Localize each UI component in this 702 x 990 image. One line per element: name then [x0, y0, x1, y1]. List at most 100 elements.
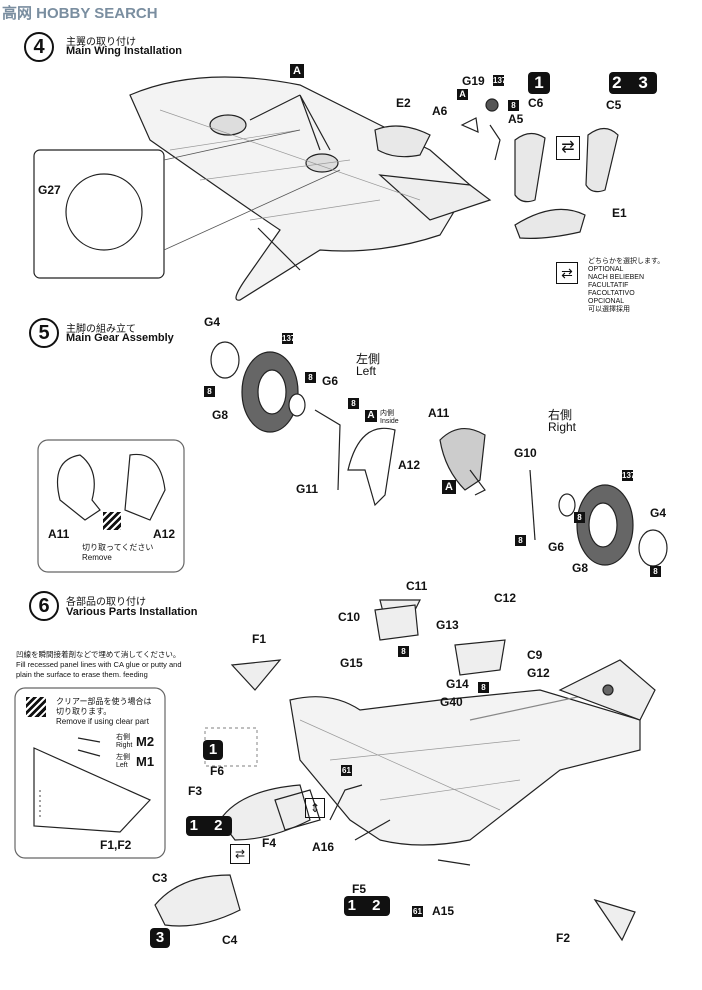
marking-1-badge: 1	[528, 72, 550, 94]
part-c5-label: C5	[606, 98, 622, 112]
part-g10-label: G10	[514, 446, 537, 460]
part-c3-label: C3	[152, 871, 168, 885]
fill-note-en1: Fill recessed panel lines with CA glue o…	[16, 660, 182, 669]
part-g4-left-label: G4	[204, 315, 221, 329]
optional-arrow-icon: ⇄	[556, 136, 580, 160]
step-4-en-title: Main Wing Installation	[66, 45, 183, 57]
part-f4-label: F4	[262, 836, 277, 850]
paint-61-a16: 61	[341, 765, 352, 776]
right-en-small: Right	[116, 742, 133, 749]
optional-note-it: FACOLTATIVO	[588, 290, 635, 297]
marking-1-f6: 1	[203, 740, 223, 760]
part-f1-f2-label: F1,F2	[100, 838, 132, 852]
left-side-en: Left	[356, 364, 377, 378]
remove-en: Remove	[82, 553, 112, 562]
optional-note-jp: どちらかを選択します。	[588, 258, 665, 265]
fill-note-en2: plain the surface to erase them. feeding	[16, 670, 148, 679]
clear-note-jp2: 切り取ります。	[56, 707, 112, 716]
part-a-inside-marker: A	[365, 410, 377, 422]
part-g8-right-label: G8	[572, 561, 589, 575]
step-6-en-title: Various Parts Installation	[66, 606, 198, 618]
paint-137-right: 137	[622, 470, 636, 481]
step-4-number: 4	[24, 32, 54, 62]
optional-legend-icon: ⇄	[556, 262, 578, 284]
marking-1-2-f4: 1 2	[186, 816, 232, 836]
right-jp-small: 右側	[116, 734, 130, 741]
paint-137-marker: 137	[493, 75, 507, 86]
part-g6-right-label: G6	[548, 540, 565, 554]
fill-note-jp: 凹線を瞬間接着剤などで埋めて消してください。	[16, 650, 181, 659]
paint-8-g14: 8	[478, 682, 489, 693]
step-5-number: 5	[29, 318, 59, 348]
part-a-marker: A	[290, 64, 304, 78]
step-4-jp-title: 主翼の取り付け	[66, 37, 136, 48]
part-f1-label: F1	[252, 632, 267, 646]
step-6-number: 6	[29, 591, 59, 621]
paint-8-strut: 8	[348, 398, 359, 409]
paint-8-g13: 8	[398, 646, 409, 657]
part-c6-label: C6	[528, 96, 544, 110]
box-a11-label: A11	[48, 527, 70, 541]
part-c9-label: C9	[527, 648, 543, 662]
part-c10-label: C10	[338, 610, 361, 624]
remove-jp: 切り取ってください	[82, 543, 154, 552]
left-side-jp: 左側	[356, 352, 381, 366]
optional-note-de: NACH BELIEBEN	[588, 274, 645, 281]
part-m1-label: M1	[136, 754, 155, 769]
marking-2-3-badge: 2 3	[609, 72, 657, 94]
part-g6-left-label: G6	[322, 374, 339, 388]
part-a-marker-small: A	[457, 89, 468, 100]
cut-icon	[103, 512, 121, 530]
part-g14-label: G14	[446, 677, 469, 691]
part-f2-label: F2	[556, 931, 571, 945]
right-side-jp: 右側	[548, 408, 573, 422]
part-a6-label: A6	[432, 104, 448, 118]
inside-en: Inside	[380, 418, 399, 425]
part-m2-label: M2	[136, 734, 155, 749]
left-jp-small: 左側	[116, 754, 130, 761]
part-g27-label: G27	[38, 183, 61, 197]
optional-note-fr: FACULTATIF	[588, 282, 629, 289]
left-en-small: Left	[116, 762, 128, 769]
paint-8-g4: 8	[204, 386, 215, 397]
a16-option-icon: ⇕	[305, 798, 325, 818]
box-a12-label: A12	[153, 527, 176, 541]
part-c12-label: C12	[494, 591, 517, 605]
part-g19-label: G19	[462, 74, 485, 88]
part-a11-label: A11	[428, 406, 450, 420]
paint-8-g6-right: 8	[574, 512, 585, 523]
part-c11-label: C11	[406, 579, 428, 593]
part-e2-label: E2	[396, 96, 411, 110]
paint-8-g6: 8	[305, 372, 316, 383]
part-e1-label: E1	[612, 206, 627, 220]
marking-1-2-f5: 1 2	[344, 896, 390, 916]
part-g11-label: G11	[296, 482, 319, 496]
clear-part-cut-icon	[26, 697, 46, 717]
part-f3-label: F3	[188, 784, 203, 798]
paint-8-g10: 8	[515, 535, 526, 546]
step-5-en-title: Main Gear Assembly	[66, 332, 174, 344]
part-c4-label: C4	[222, 933, 238, 947]
optional-note-cn: 可以選擇採用	[588, 306, 630, 313]
inside-jp: 内側	[380, 410, 394, 417]
paint-61-a15: 61	[412, 906, 423, 917]
part-g40-label: G40	[440, 695, 463, 709]
step-5-jp-title: 主脚の組み立て	[66, 324, 136, 335]
part-f6-label: F6	[210, 764, 225, 778]
part-a12-label: A12	[398, 458, 421, 472]
part-g4-right-label: G4	[650, 506, 667, 520]
optional-note-es: OPCIONAL	[588, 298, 625, 305]
marking-3-c4: 3	[150, 928, 170, 948]
part-g12-label: G12	[527, 666, 550, 680]
watermark: 高网 HOBBY SEARCH	[2, 5, 158, 22]
right-side-en: Right	[548, 420, 577, 434]
part-a15-label: A15	[432, 904, 455, 918]
paint-8-marker: 8	[508, 100, 519, 111]
part-g15-label: G15	[340, 656, 363, 670]
paint-8-g4-right: 8	[650, 566, 661, 577]
part-a16-label: A16	[312, 840, 335, 854]
step-6-jp-title: 各部品の取り付け	[66, 597, 146, 608]
optional-note-en: OPTIONAL	[588, 266, 624, 273]
clear-note-jp: クリアー部品を使う場合は	[56, 697, 152, 706]
